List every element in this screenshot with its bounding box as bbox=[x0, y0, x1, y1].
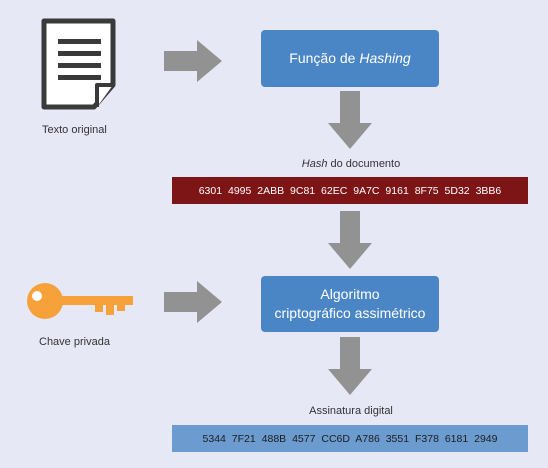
hash-caption-rest: do documento bbox=[327, 158, 401, 170]
key-label: Chave privada bbox=[39, 336, 110, 348]
arrow-right-icon bbox=[164, 281, 222, 323]
source-label: Texto original bbox=[42, 124, 107, 136]
arrow-down-icon bbox=[328, 337, 372, 395]
algorithm-line1: Algoritmo bbox=[320, 286, 380, 302]
hashing-label-prefix: Função de bbox=[289, 50, 356, 66]
hash-value-bar: 6301 4995 2ABB 9C81 62EC 9A7C 9161 8F75 … bbox=[172, 177, 528, 204]
signature-value-bar: 5344 7F21 488B 4577 CC6D A786 3551 F378 … bbox=[172, 425, 528, 452]
hashing-function-box: Função de Hashing bbox=[261, 30, 439, 87]
algorithm-line2: criptográfico assimétrico bbox=[274, 305, 426, 321]
hash-caption-italic: Hash bbox=[301, 158, 328, 170]
hashing-label-italic: Hashing bbox=[359, 50, 411, 66]
algorithm-box: Algoritmo criptográfico assimétrico bbox=[261, 276, 439, 332]
key-icon bbox=[27, 283, 133, 319]
signature-caption: Assinatura digital bbox=[309, 405, 393, 417]
arrow-right-icon bbox=[164, 40, 222, 82]
arrow-down-icon bbox=[328, 211, 372, 269]
arrow-down-icon bbox=[328, 91, 372, 149]
document-icon bbox=[41, 18, 116, 110]
hash-caption: Hash do documento bbox=[260, 158, 442, 170]
